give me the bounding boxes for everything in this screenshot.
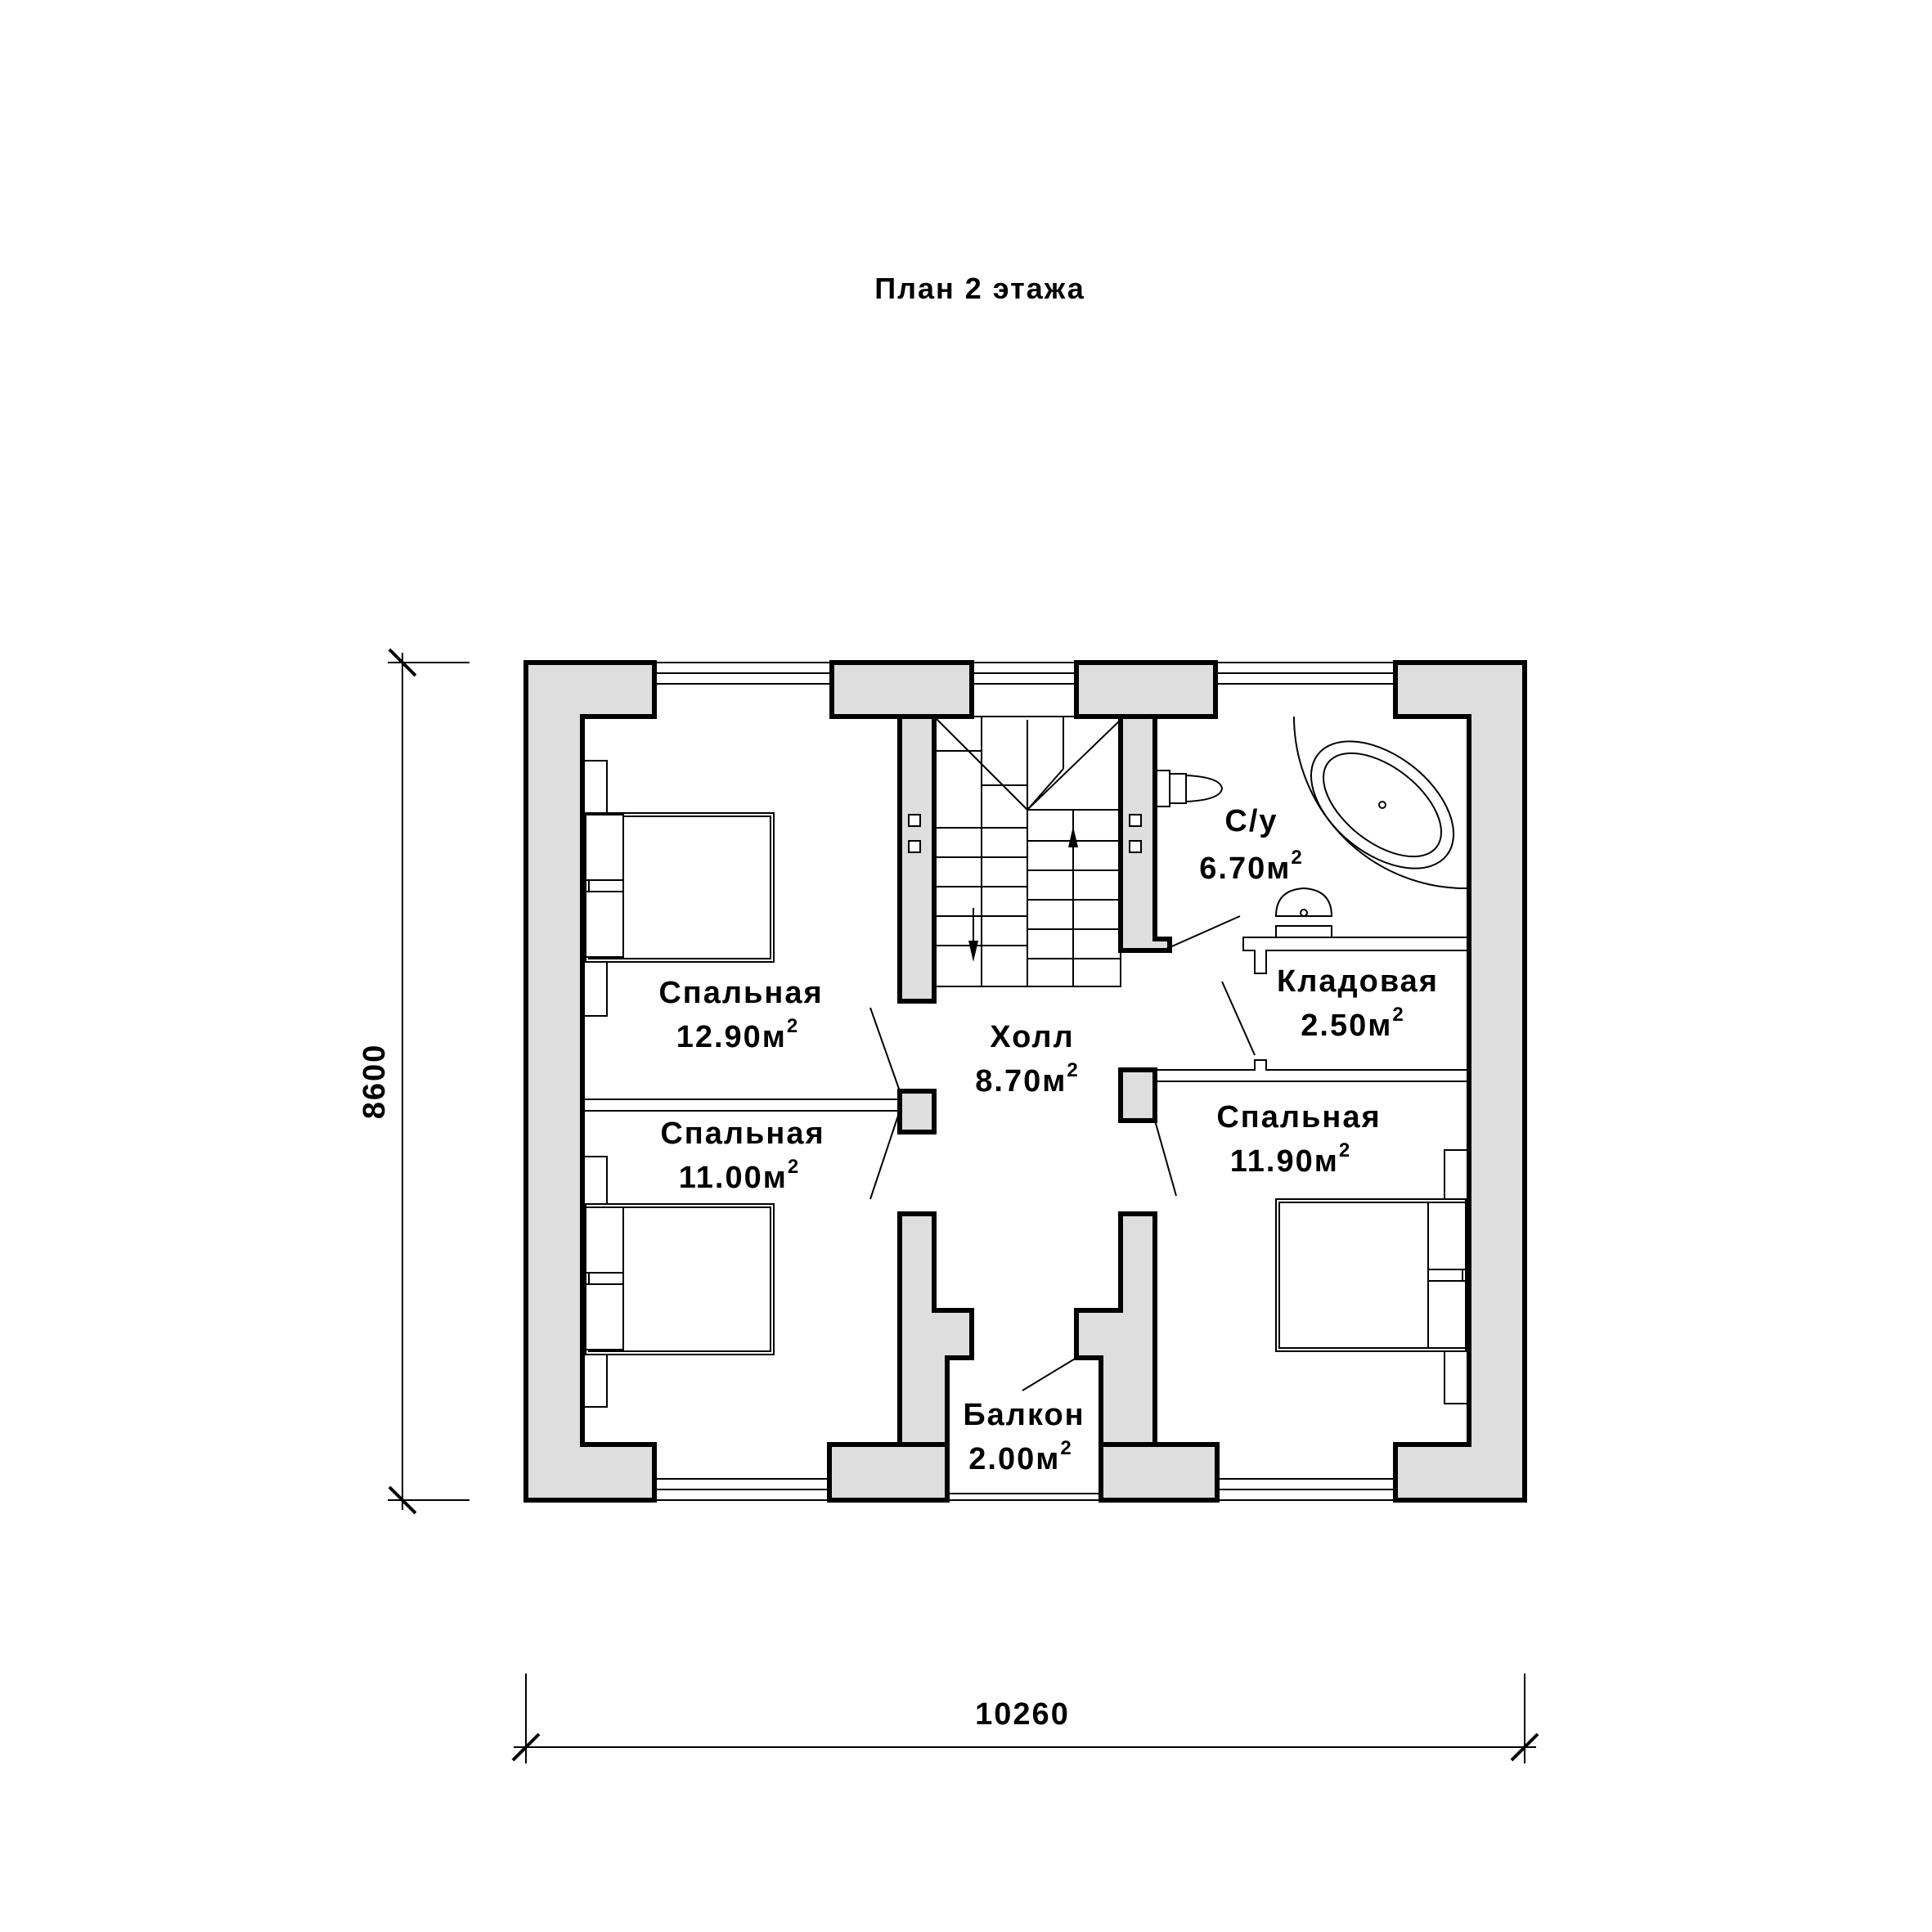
room-name: С/у — [1224, 804, 1278, 838]
room-area: 12.90м2 — [676, 1015, 800, 1054]
room-area: 2.00м2 — [968, 1437, 1072, 1476]
dimension-width: 10260 — [511, 1674, 1539, 1764]
plan-title: План 2 этажа — [874, 272, 1085, 305]
room-area: 2.50м2 — [1301, 1004, 1404, 1043]
dimension-height: 8600 — [357, 648, 470, 1515]
room-name: Спальная — [1216, 1100, 1381, 1134]
dimension-height-label: 8600 — [357, 1044, 392, 1120]
room-label-bedroom-1: Спальная 12.90м2 — [658, 976, 823, 1054]
room-label-bathroom: С/у 6.70м2 — [1199, 804, 1303, 886]
room-label-bedroom-3: Спальная 11.90м2 — [1216, 1100, 1381, 1179]
room-label-storage: Кладовая 2.50м2 — [1277, 964, 1439, 1043]
bed-2 — [582, 1156, 775, 1408]
room-area: 6.70м2 — [1199, 847, 1303, 886]
windows — [654, 662, 1396, 1501]
room-area: 11.90м2 — [1230, 1139, 1351, 1179]
room-label-bedroom-2: Спальная 11.00м2 — [660, 1117, 824, 1195]
vent-ducts — [908, 814, 1142, 853]
bed-1 — [582, 760, 775, 1017]
bathroom-fixtures — [1156, 716, 1470, 938]
room-name: Балкон — [963, 1398, 1085, 1432]
room-area: 11.00м2 — [679, 1156, 800, 1195]
outer-walls — [523, 660, 1527, 1503]
door-swings — [869, 915, 1256, 1391]
staircase — [933, 716, 1121, 987]
room-label-hall: Холл 8.70м2 — [975, 1020, 1079, 1099]
dimension-width-label: 10260 — [975, 1697, 1070, 1732]
room-label-balcony: Балкон 2.00м2 — [963, 1398, 1085, 1476]
room-name: Спальная — [658, 976, 823, 1010]
room-name: Спальная — [660, 1117, 824, 1151]
room-name: Кладовая — [1277, 964, 1439, 999]
room-name: Холл — [990, 1020, 1074, 1054]
room-area: 8.70м2 — [975, 1059, 1079, 1099]
bed-3 — [1275, 1149, 1470, 1404]
